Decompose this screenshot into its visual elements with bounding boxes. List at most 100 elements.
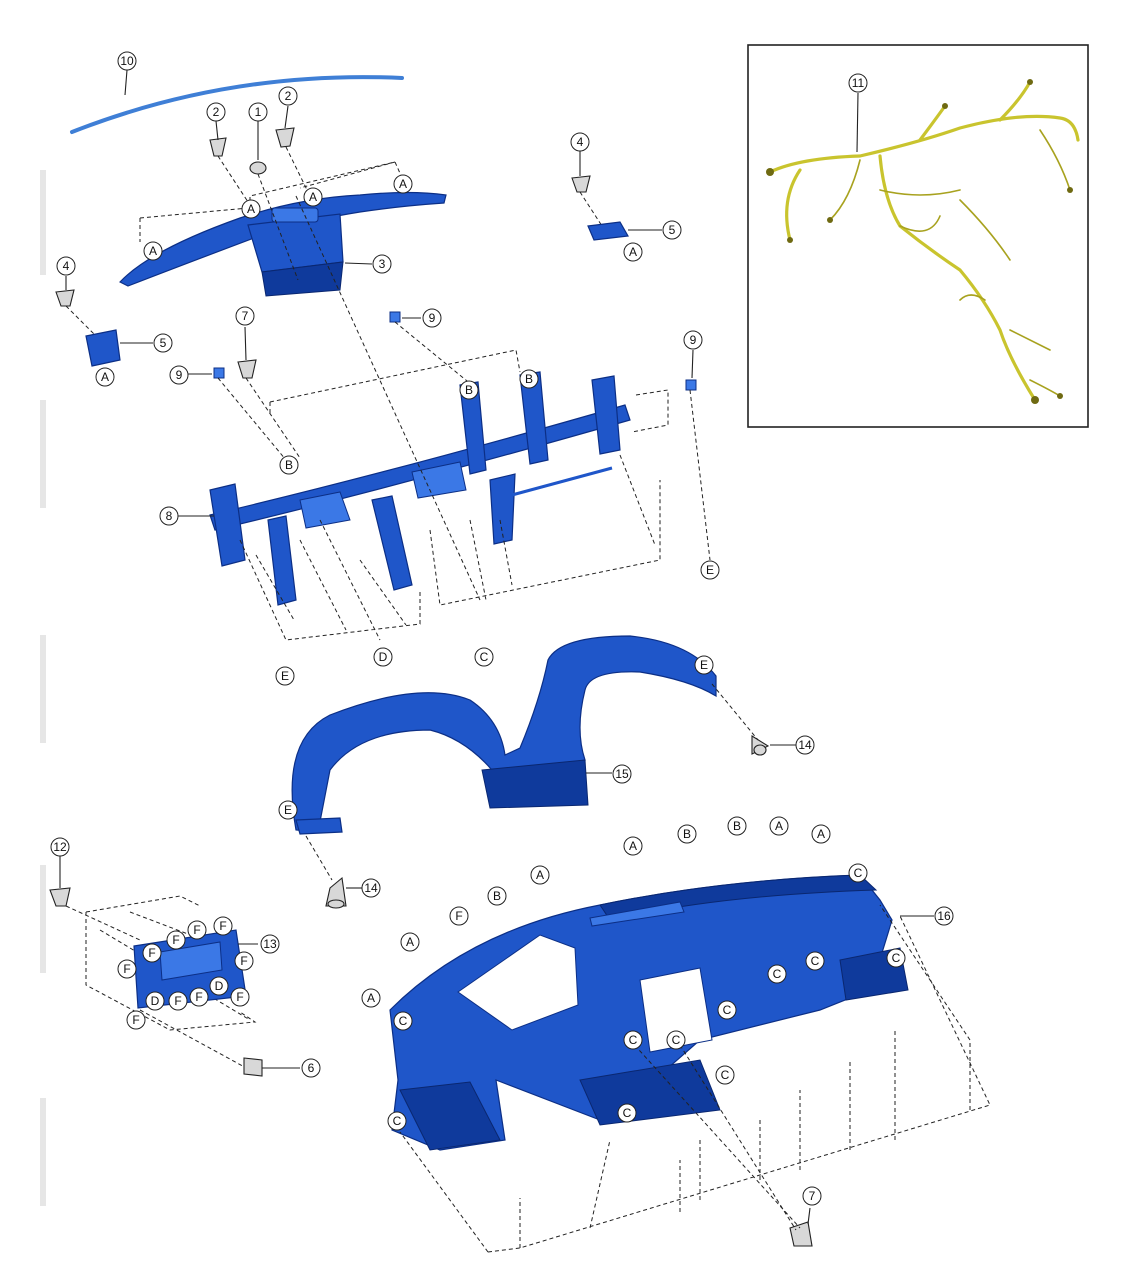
callout-13: 13	[260, 934, 280, 954]
letter-C: C	[717, 1000, 737, 1020]
svg-text:B: B	[683, 827, 691, 841]
svg-text:E: E	[281, 669, 289, 683]
svg-text:A: A	[367, 991, 375, 1005]
svg-text:10: 10	[120, 54, 134, 68]
letter-F: F	[230, 987, 250, 1007]
letter-A: A	[623, 242, 643, 262]
fastener-4-left	[55, 289, 75, 307]
callout-7-upper: 7	[235, 306, 255, 326]
callout-14-left: 14	[361, 878, 381, 898]
letter-A: A	[400, 932, 420, 952]
fastener-14-left	[325, 876, 347, 907]
letter-C: C	[666, 1030, 686, 1050]
letter-F: F	[189, 987, 209, 1007]
part-15-lower-duct	[291, 635, 717, 835]
letter-A: A	[361, 988, 381, 1008]
letter-A: A	[303, 187, 323, 207]
callout-5-left: 5	[153, 333, 173, 353]
svg-text:A: A	[629, 245, 637, 259]
svg-text:A: A	[309, 190, 317, 204]
svg-text:A: A	[399, 177, 407, 191]
fastener-4-right	[571, 175, 591, 193]
letter-F: F	[187, 920, 207, 940]
letter-F: F	[126, 1010, 146, 1030]
svg-text:9: 9	[176, 368, 183, 382]
letter-E: E	[700, 560, 720, 580]
svg-text:F: F	[219, 919, 226, 933]
svg-text:E: E	[700, 658, 708, 672]
letter-C: C	[393, 1011, 413, 1031]
svg-text:9: 9	[429, 311, 436, 325]
callout-4-left: 4	[56, 256, 76, 276]
fastener-12	[49, 887, 71, 907]
svg-text:F: F	[174, 994, 181, 1008]
svg-text:7: 7	[242, 309, 249, 323]
svg-text:C: C	[723, 1003, 732, 1017]
letter-F: F	[449, 906, 469, 926]
fastener-2-right	[275, 127, 295, 148]
callout-8: 8	[159, 506, 179, 526]
letter-C: C	[805, 951, 825, 971]
svg-text:12: 12	[53, 840, 67, 854]
svg-text:A: A	[101, 370, 109, 384]
page-margin-bars	[40, 170, 46, 1206]
svg-text:4: 4	[577, 135, 584, 149]
svg-text:C: C	[721, 1068, 730, 1082]
svg-text:C: C	[854, 866, 863, 880]
svg-text:A: A	[536, 868, 544, 882]
svg-text:C: C	[892, 951, 901, 965]
fastener-7-upper	[237, 359, 257, 379]
letter-F: F	[117, 959, 137, 979]
callout-9-right: 9	[683, 330, 703, 350]
callout-3: 3	[372, 254, 392, 274]
svg-text:A: A	[817, 827, 825, 841]
letter-D: D	[145, 991, 165, 1011]
letter-A: A	[143, 241, 163, 261]
part-5-left-bracket	[85, 329, 121, 367]
svg-text:B: B	[465, 383, 473, 397]
svg-text:B: B	[285, 458, 293, 472]
letter-C: C	[617, 1103, 637, 1123]
svg-text:2: 2	[285, 89, 292, 103]
letter-C: C	[886, 948, 906, 968]
svg-text:F: F	[236, 990, 243, 1004]
svg-text:7: 7	[809, 1189, 816, 1203]
callout-15: 15	[612, 764, 632, 784]
letter-E: E	[275, 666, 295, 686]
callout-10: 10	[117, 51, 137, 71]
svg-text:F: F	[132, 1013, 139, 1027]
svg-text:2: 2	[213, 105, 220, 119]
svg-text:6: 6	[308, 1061, 315, 1075]
svg-text:D: D	[215, 979, 224, 993]
svg-text:B: B	[733, 819, 741, 833]
svg-text:C: C	[480, 650, 489, 664]
svg-text:11: 11	[852, 76, 865, 90]
clip-9-middle	[389, 311, 401, 323]
letter-A: A	[241, 199, 261, 219]
letter-A: A	[530, 865, 550, 885]
letter-A: A	[393, 174, 413, 194]
svg-text:F: F	[455, 909, 462, 923]
letter-F: F	[166, 930, 186, 950]
callout-14-right: 14	[795, 735, 815, 755]
svg-text:C: C	[773, 967, 782, 981]
letter-D: D	[209, 976, 229, 996]
letter-A: A	[811, 824, 831, 844]
letter-C: C	[623, 1030, 643, 1050]
clip-9-right	[685, 379, 697, 391]
callout-7-lower: 7	[802, 1186, 822, 1206]
part-8-cross-member	[209, 371, 631, 606]
callout-4-right: 4	[570, 132, 590, 152]
svg-text:F: F	[172, 933, 179, 947]
callout-16: 16	[934, 906, 954, 926]
callout-1: 1	[248, 102, 268, 122]
letter-D: D	[373, 647, 393, 667]
letter-E: E	[278, 800, 298, 820]
svg-text:14: 14	[364, 881, 378, 895]
callout-2-right: 2	[278, 86, 298, 106]
svg-text:C: C	[811, 954, 820, 968]
bolt-6	[243, 1057, 263, 1077]
part-3-upper-duct	[119, 191, 447, 297]
letter-F: F	[168, 991, 188, 1011]
